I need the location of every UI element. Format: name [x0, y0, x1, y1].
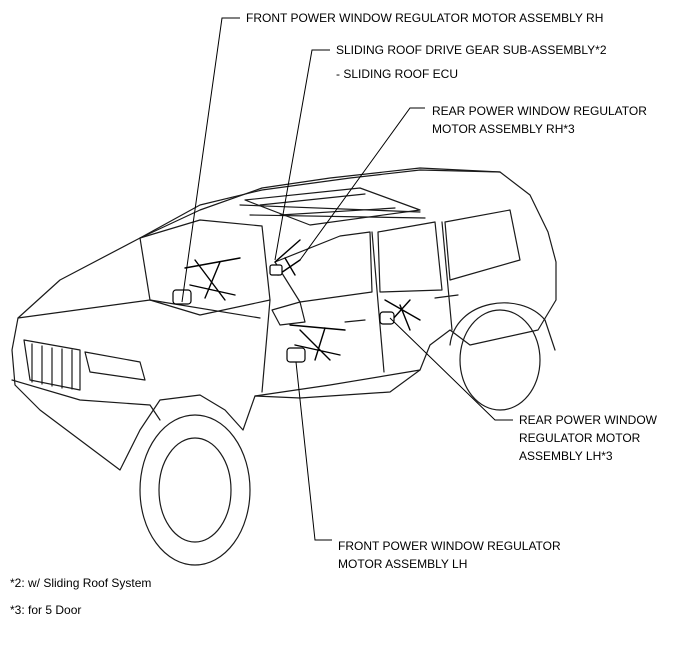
- footnote-3: *3: for 5 Door: [10, 603, 82, 617]
- footnote-2: *2: w/ Sliding Roof System: [10, 576, 152, 590]
- vehicle-door-line-front: [261, 299, 271, 393]
- vehicle-headlight: [84, 351, 146, 381]
- leader-front-lh: [295, 361, 332, 541]
- vehicle-roof: [139, 169, 501, 239]
- vehicle-body-outline: [11, 167, 557, 471]
- callout-sliding-roof-gear: SLIDING ROOF DRIVE GEAR SUB-ASSEMBLY*2: [336, 43, 607, 57]
- vehicle-door-handle-rear: [434, 294, 459, 299]
- leader-front-rh: [181, 17, 240, 303]
- vehicle-door-line-mid: [371, 231, 385, 373]
- front-lh-regulator: [289, 324, 346, 361]
- vehicle-windshield: [139, 219, 271, 316]
- vehicle-grille: [23, 339, 81, 391]
- sliding-roof-frame: [244, 187, 421, 226]
- vehicle-sill: [254, 369, 421, 397]
- rear-rh-motor: [269, 264, 283, 276]
- front-lh-motor: [286, 347, 306, 363]
- callout-sliding-roof-ecu: - SLIDING ROOF ECU: [336, 67, 459, 81]
- callout-rear-rh: REAR POWER WINDOW REGULATOR MOTOR ASSEMB…: [432, 104, 647, 136]
- rear-lh-motor: [379, 311, 395, 325]
- leader-sliding-roof: [274, 49, 330, 261]
- front-rh-motor: [172, 289, 192, 305]
- leader-rear-rh: [299, 107, 425, 261]
- vehicle-door-line-rear: [441, 221, 453, 331]
- vehicle-front-wheel: [139, 414, 251, 566]
- vehicle-mirror: [271, 301, 306, 326]
- vehicle-quarter-window: [444, 209, 521, 281]
- callout-rear-lh: REAR POWER WINDOW REGULATOR MOTOR ASSEMB…: [519, 413, 657, 463]
- vehicle-rear-wheel: [449, 302, 556, 351]
- front-rh-regulator: [184, 257, 241, 301]
- vehicle-front-side-window: [274, 231, 373, 303]
- vehicle-roof-rail: [239, 204, 426, 219]
- vehicle-hood: [17, 299, 261, 319]
- vehicle-bumper: [11, 379, 161, 421]
- callout-front-lh: FRONT POWER WINDOW REGULATOR MOTOR ASSEM…: [338, 539, 561, 571]
- vehicle-door-handle-front: [344, 319, 366, 323]
- vehicle-rear-side-window: [377, 221, 443, 293]
- rear-lh-regulator: [384, 299, 421, 331]
- callout-front-rh: FRONT POWER WINDOW REGULATOR MOTOR ASSEM…: [246, 11, 604, 25]
- leader-rear-lh: [389, 317, 513, 421]
